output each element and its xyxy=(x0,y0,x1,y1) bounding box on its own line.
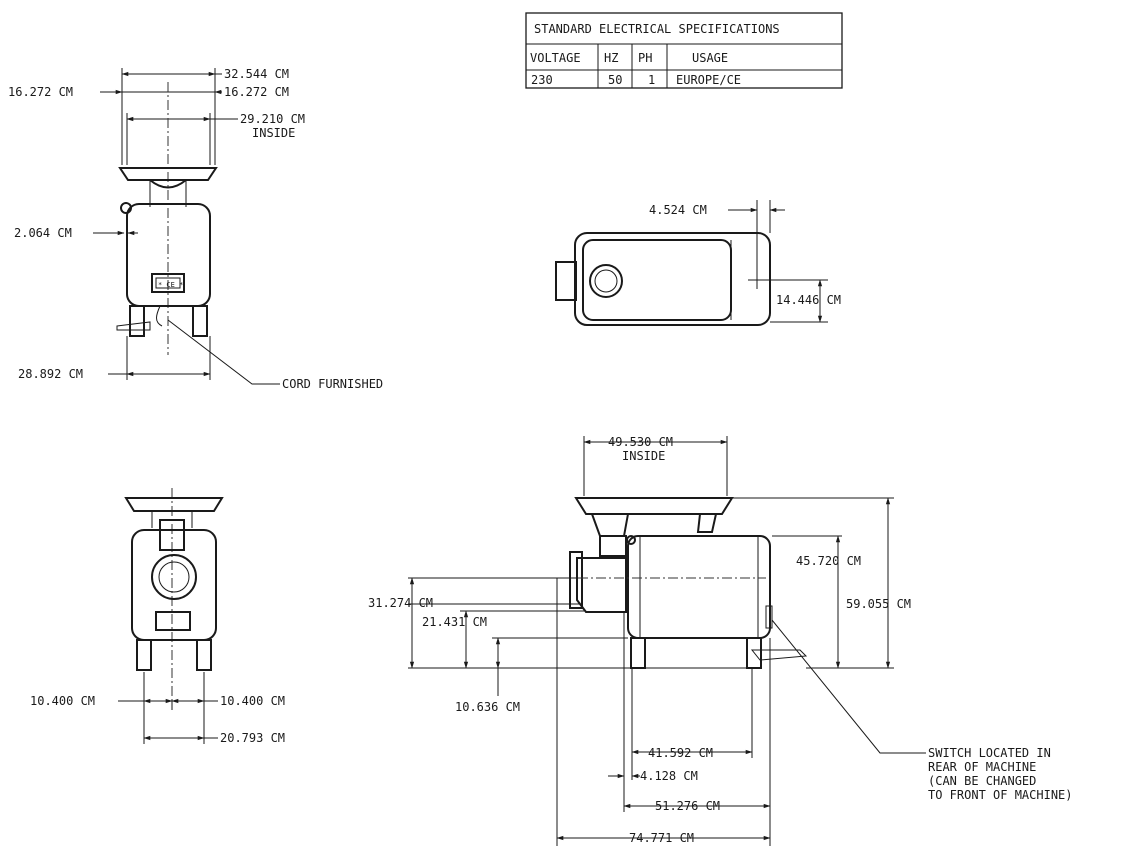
side-mid-height: 21.431 CM xyxy=(422,615,487,629)
side-dim-4: 4.128 CM xyxy=(640,769,698,783)
side-overall-height: 59.055 CM xyxy=(846,597,911,611)
rear-right-half: 10.400 CM xyxy=(220,694,285,708)
switch-note-line-2: REAR OF MACHINE xyxy=(928,760,1036,774)
spec-value-hz: 50 xyxy=(608,73,622,87)
side-inside-label: INSIDE xyxy=(622,449,665,463)
front-right-half: 16.272 CM xyxy=(224,85,289,99)
front-left-half: 16.272 CM xyxy=(8,85,73,99)
cord-note: CORD FURNISHED xyxy=(282,377,383,391)
switch-note-line-3: (CAN BE CHANGED xyxy=(928,774,1036,788)
switch-note-line-1: SWITCH LOCATED IN xyxy=(928,746,1051,760)
top-offset-y: 14.446 CM xyxy=(776,293,841,307)
rear-left-half: 10.400 CM xyxy=(30,694,95,708)
front-inside-label: INSIDE xyxy=(252,126,295,140)
side-body-height: 45.720 CM xyxy=(796,554,861,568)
rear-view: 10.400 CM 10.400 CM 20.793 CM xyxy=(30,488,285,745)
side-dim-51: 51.276 CM xyxy=(655,799,720,813)
side-view: 49.530 CM INSIDE 31.274 CM 21.431 CM xyxy=(368,435,1073,846)
rear-base-width: 20.793 CM xyxy=(220,731,285,745)
spec-header-hz: HZ xyxy=(604,51,618,65)
top-offset-x: 4.524 CM xyxy=(649,203,707,217)
front-base-width: 28.892 CM xyxy=(18,367,83,381)
ce-plate-label: * CE * xyxy=(158,281,183,289)
spec-header-usage: USAGE xyxy=(692,51,728,65)
spec-value-voltage: 230 xyxy=(531,73,553,87)
spec-table-title: STANDARD ELECTRICAL SPECIFICATIONS xyxy=(534,22,780,36)
front-offset: 2.064 CM xyxy=(14,226,72,240)
front-inside-width: 29.210 CM xyxy=(240,112,305,126)
side-dim-41: 41.592 CM xyxy=(648,746,713,760)
top-view: 4.524 CM 14.446 CM xyxy=(555,200,841,326)
front-overall-width: 32.544 CM xyxy=(224,67,289,81)
front-view: 32.544 CM 16.272 CM 16.272 CM 29.210 CM … xyxy=(8,67,383,391)
spec-header-voltage: VOLTAGE xyxy=(530,51,581,65)
spec-header-ph: PH xyxy=(638,51,652,65)
side-low-height: 10.636 CM xyxy=(455,700,520,714)
spec-value-usage: EUROPE/CE xyxy=(676,73,741,87)
side-outlet-height: 31.274 CM xyxy=(368,596,433,610)
side-overall-length: 74.771 CM xyxy=(629,831,694,845)
side-inside-width: 49.530 CM xyxy=(608,435,673,449)
switch-note-line-4: TO FRONT OF MACHINE) xyxy=(928,788,1073,802)
spec-table: STANDARD ELECTRICAL SPECIFICATIONS VOLTA… xyxy=(525,12,843,89)
spec-value-ph: 1 xyxy=(648,73,655,87)
